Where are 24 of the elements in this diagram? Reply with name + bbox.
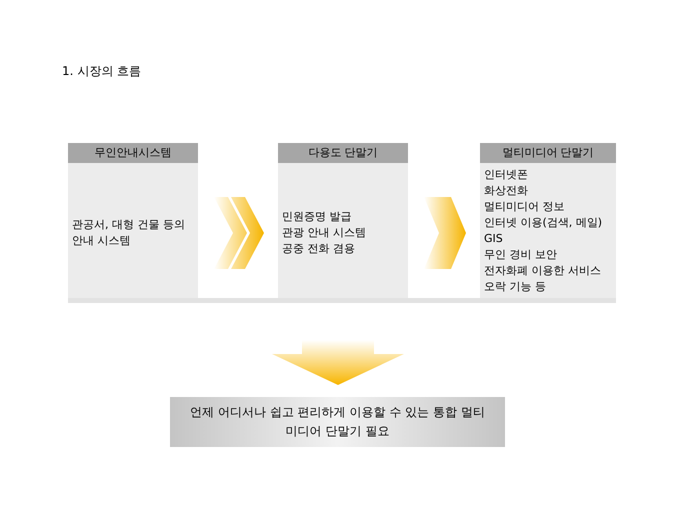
column-panel [480, 143, 616, 298]
body-text: 관광 안내 시스템 [282, 224, 367, 240]
body-text: GIS [484, 231, 504, 247]
double-chevron-arrow [214, 197, 264, 269]
body-text: 전자화폐 이용한 서비스 [484, 263, 602, 279]
section-title: 1. 시장의 흐름 [62, 63, 142, 80]
double-chevron-arrow [424, 197, 466, 269]
body-text: 멀티미디어 정보 [484, 199, 566, 215]
body-text: 인터넷폰 [484, 167, 529, 183]
column-header: 멀티미디어 단말기 [480, 143, 616, 163]
conclusion-box [170, 397, 505, 447]
conclusion-text: 언제 어디서나 쉽고 편리하게 이용할 수 있는 통합 멀티미디어 단말기 필요 [189, 404, 486, 440]
body-text: 공중 전화 겸용 [282, 240, 356, 256]
column-header: 무인안내시스템 [68, 143, 198, 163]
column-panel [278, 143, 408, 298]
body-text: 화상전화 [484, 183, 529, 199]
body-text: 오락 기능 등 [484, 279, 547, 295]
down-arrow [272, 340, 404, 385]
column-panel [68, 143, 198, 298]
body-text: 인터넷 이용(검색, 메일) [484, 215, 604, 231]
body-text: 민원증명 발급 [282, 208, 352, 224]
column-header: 다용도 단말기 [278, 143, 408, 163]
body-text: 무인 경비 보안 [484, 247, 558, 263]
body-text: 관공서, 대형 건물 등의 안내 시스템 [72, 216, 186, 248]
